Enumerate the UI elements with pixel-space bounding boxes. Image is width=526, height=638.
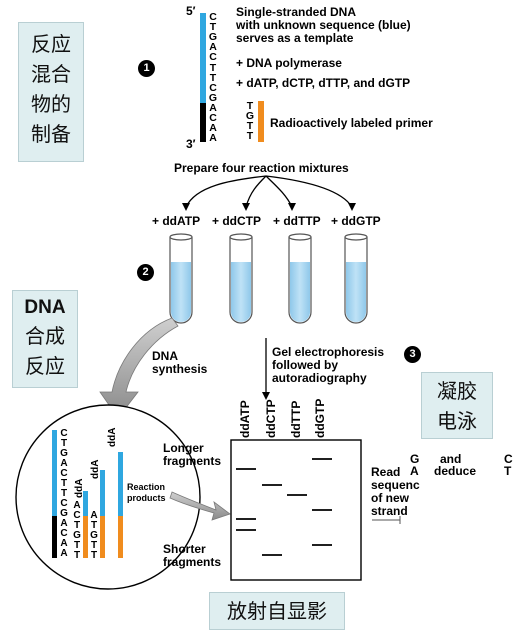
autoradiography-box: 放射自显影 (209, 592, 345, 630)
shorter-fragments-label: Shorter fragments (163, 542, 222, 569)
circle-strand3-label: ddA (107, 427, 118, 447)
read-tail-and: and (440, 452, 462, 466)
prepare-label: Prepare four reaction mixtures (174, 161, 349, 175)
sequence-letter: C (73, 510, 81, 521)
sequence-letter: T (73, 540, 81, 551)
sequence-letter: G (60, 508, 68, 519)
template-strand-black (200, 103, 206, 142)
sequence-letter: T (60, 488, 68, 499)
step-1-marker: 1 (138, 60, 155, 77)
sequence-letter: C (209, 51, 217, 64)
sequence-letter: G (73, 530, 81, 541)
gel-lane-ddgtp: ddGTP (313, 398, 327, 438)
step-3-marker: 3 (404, 346, 421, 363)
tube-label-ddatp: + ddATP (152, 214, 201, 228)
sequence-letter: C (209, 11, 217, 23)
tube-label-ddctp: + ddCTP (212, 214, 262, 228)
sequence-letter: T (90, 520, 98, 531)
longer-fragments-label: Longer fragments (163, 441, 222, 468)
magnified-circle (15, 404, 201, 590)
sequence-letter: T (60, 478, 68, 489)
sequence-letter: T (209, 61, 217, 74)
gel-lane-ddctp: ddCTP (264, 399, 278, 438)
sequence-letter: C (209, 81, 217, 94)
sequence-letter: A (209, 41, 217, 54)
sequence-letter: T (90, 540, 98, 551)
test-tubes (169, 233, 368, 324)
sequence-letter: A (90, 510, 98, 521)
sequence-letter: A (60, 518, 68, 529)
sequence-letter: C (209, 112, 217, 124)
circle-strand1-label: ddA (74, 478, 85, 498)
gel-bands (236, 458, 332, 556)
sequence-letter: T (60, 438, 68, 449)
circle-strand2-label: ddA (90, 459, 101, 479)
gel-arrow-head (262, 392, 270, 400)
read-tail-c: C (504, 452, 513, 466)
gel-box (230, 439, 362, 581)
prime3-label: 3′ (186, 137, 196, 151)
products-arrow (169, 491, 231, 521)
reaction-products-label: Reaction products (127, 482, 166, 503)
sequence-letter: T (90, 550, 98, 561)
sequence-letter: C (60, 498, 68, 509)
sequence-letter: C (60, 468, 68, 479)
sequence-letter: A (209, 101, 217, 114)
read-tail-g: G (410, 452, 420, 466)
electrophoresis-box: 凝胶 电泳 (421, 372, 493, 439)
dna-synthesis-en: DNA (24, 297, 66, 318)
gel-electrophoresis-label: Gel electrophoresis followed by autoradi… (272, 345, 385, 385)
read-sequence-label: Read sequenc of new strand (371, 465, 420, 518)
primer-description: Radioactively labeled primer (270, 116, 433, 130)
sequence-letter: T (246, 100, 254, 112)
prime5-label: 5′ (186, 4, 196, 18)
sequence-letter: G (208, 31, 218, 44)
primer-strand (258, 101, 264, 142)
sequence-letter: A (60, 538, 68, 549)
gel-lane-ddttp: ddTTP (289, 400, 303, 438)
step-2-marker: 2 (137, 264, 154, 281)
tube-label-ddttp: + ddTTP (273, 214, 321, 228)
read-tail-a: A (410, 464, 419, 478)
sequence-letter: G (208, 91, 218, 104)
circle-strands (52, 430, 123, 558)
dna-synthesis-box: DNA 合成 反应 (12, 290, 78, 388)
dna-synthesis-label: DNA synthesis (152, 349, 208, 376)
sequence-letter: T (73, 550, 81, 561)
tube-label-ddgtp: + ddGTP (331, 214, 381, 228)
sequence-letter: C (60, 428, 68, 439)
sequence-letter: A (60, 548, 68, 559)
sequence-letter: T (209, 71, 217, 84)
sequence-letter: G (90, 530, 98, 541)
sequence-letter: T (246, 120, 254, 133)
dna-synthesis-cn: 合成 反应 (25, 324, 65, 378)
sequence-letter: A (209, 122, 217, 135)
gel-lane-ddatp: ddATP (238, 400, 252, 438)
sequence-letter: A (73, 500, 81, 511)
sequence-letter: T (209, 21, 217, 34)
template-description: Single-stranded DNA with unknown sequenc… (236, 5, 411, 45)
sequence-letter: C (60, 528, 68, 539)
sequence-letter: G (60, 448, 68, 459)
sequence-letter: T (246, 130, 254, 143)
step1-dna-polymerase: + DNA polymerase (236, 56, 342, 70)
fan-arrowheads (182, 203, 356, 211)
read-tail-deduce: deduce (434, 464, 477, 478)
sequence-letter: A (209, 132, 217, 145)
read-tail-t: T (504, 464, 512, 478)
fan-arrows (185, 175, 353, 208)
reaction-mix-box: 反应 混合 物的 制备 (18, 22, 84, 162)
sequence-letter: T (73, 520, 81, 531)
step1-dntps: + dATP, dCTP, dTTP, and dGTP (236, 76, 411, 90)
template-strand-blue (200, 13, 206, 103)
sequence-letter: G (245, 110, 255, 123)
sequence-letter: A (60, 458, 68, 469)
